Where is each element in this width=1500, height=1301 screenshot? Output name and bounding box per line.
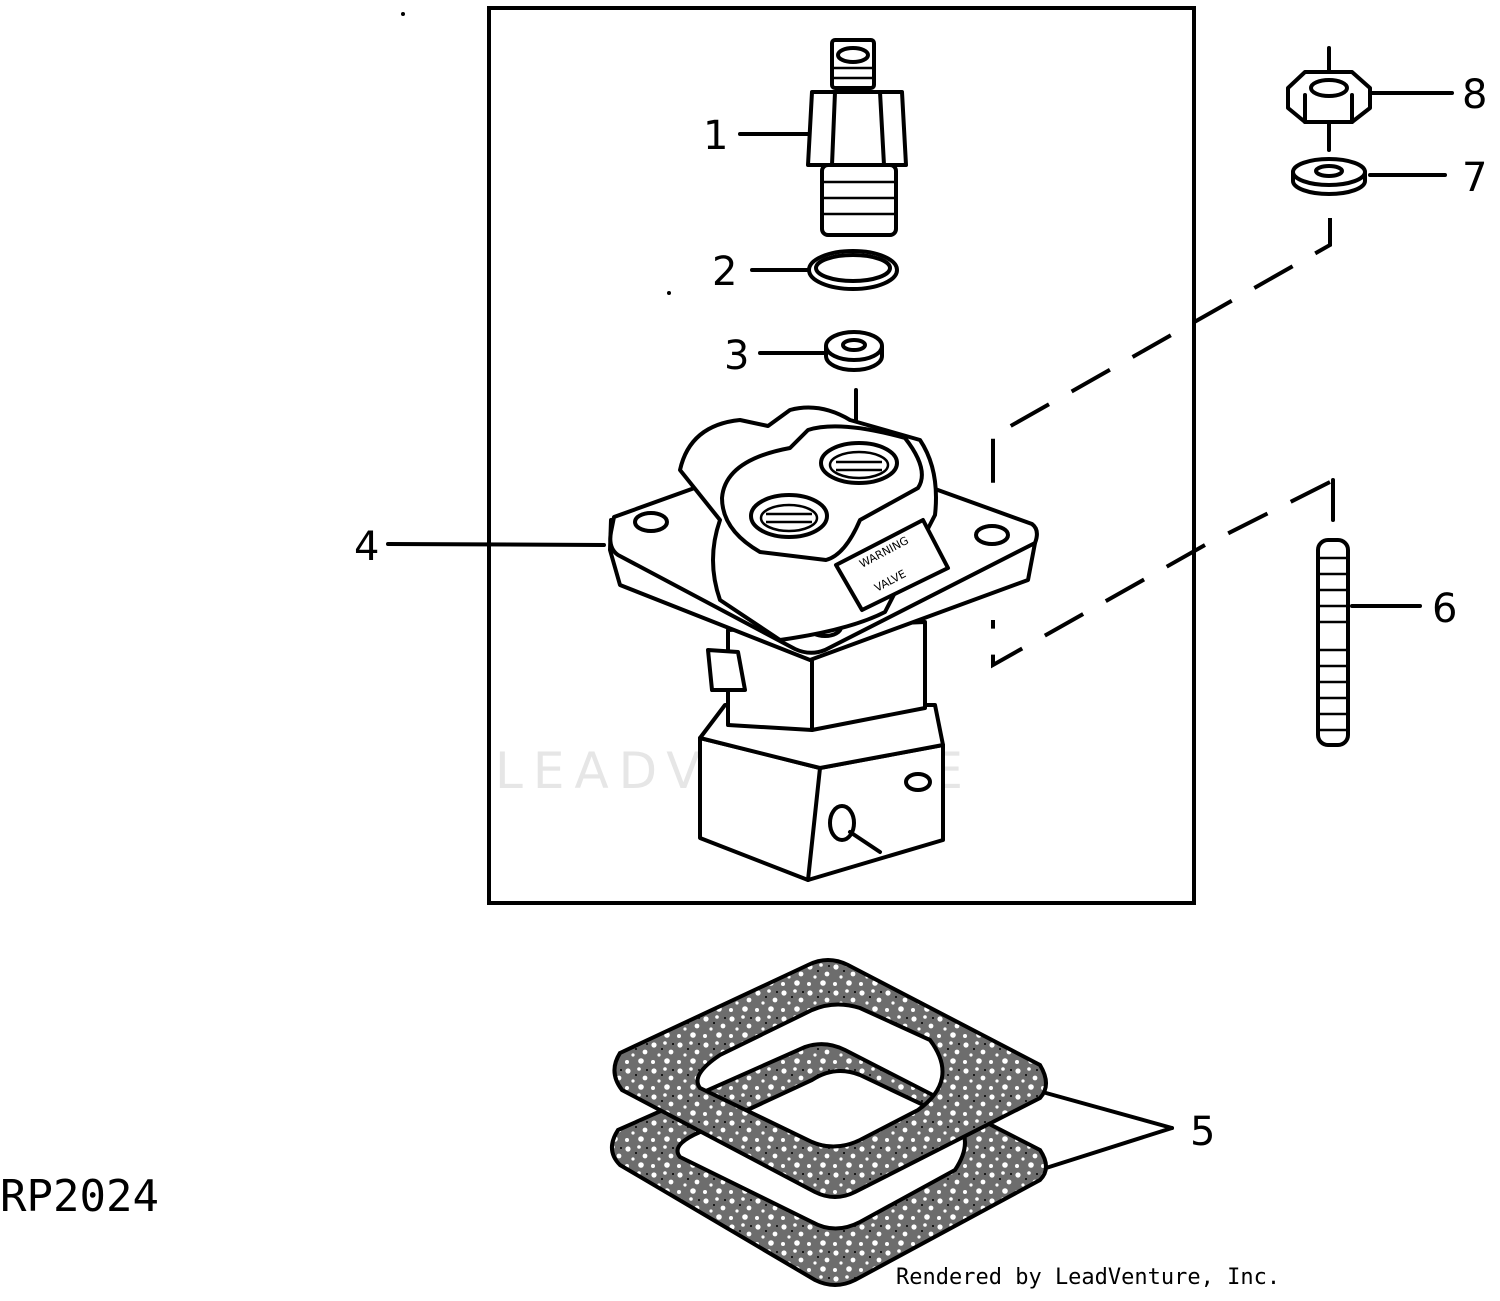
callout-5: 5 — [1190, 1109, 1215, 1155]
callout-3: 3 — [724, 333, 749, 379]
callout-8: 8 — [1462, 72, 1487, 118]
render-credit: Rendered by LeadVenture, Inc. — [896, 1265, 1280, 1290]
callout-1: 1 — [703, 113, 728, 159]
part-1-delivery-valve-fitting — [806, 38, 908, 237]
part-8-nut — [1286, 46, 1372, 152]
callout-6: 6 — [1432, 586, 1457, 632]
part-7-lock-washer — [1291, 157, 1367, 196]
part-3-washer — [824, 330, 884, 372]
part-2-o-ring — [807, 249, 899, 291]
callout-4: 4 — [354, 524, 379, 570]
callout-2: 2 — [712, 249, 737, 295]
part-6-stud — [1316, 478, 1350, 747]
part-5-gasket-upper — [612, 958, 1048, 1199]
callout-7: 7 — [1462, 155, 1487, 201]
part-4-injection-pump: WARNING VALVE — [608, 405, 1039, 882]
figure-id: RP2024 — [0, 1171, 159, 1222]
assembly-frame — [487, 6, 1196, 905]
